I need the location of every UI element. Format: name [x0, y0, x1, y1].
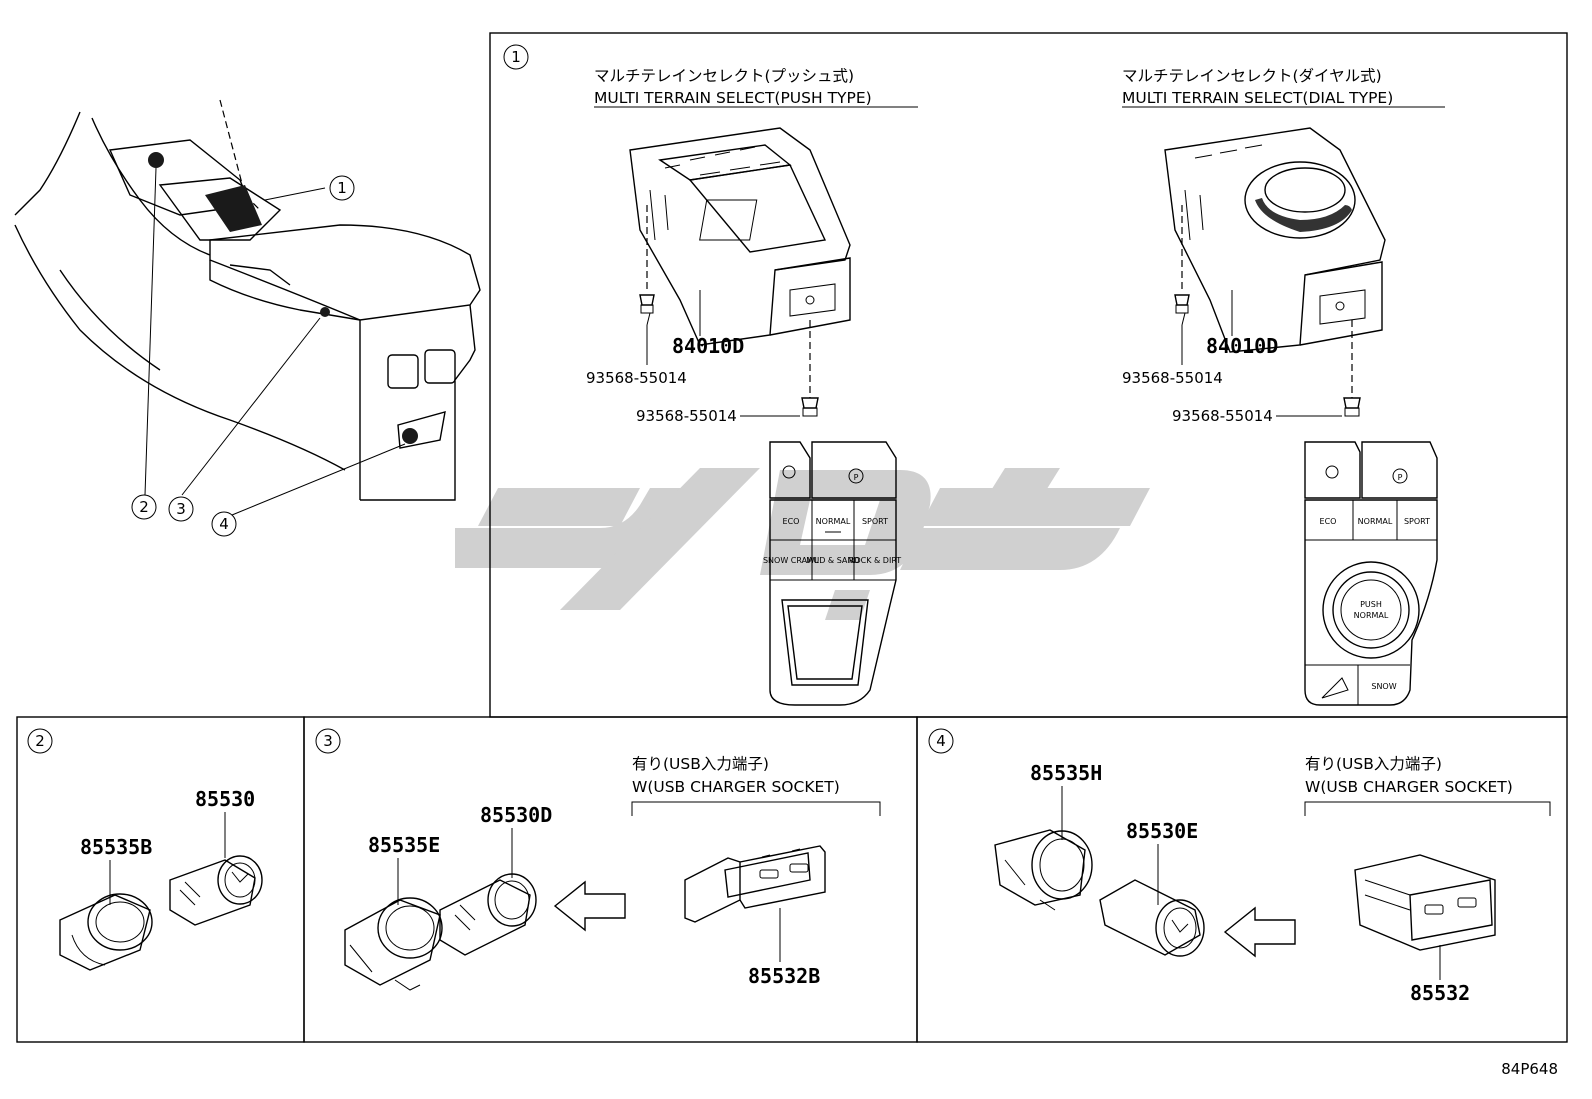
panel3-part-85535e: 85535E — [368, 833, 440, 857]
console-overview — [14, 99, 481, 516]
panel-2-frame — [16, 716, 305, 1043]
svg-text:ECO: ECO — [1320, 517, 1337, 526]
panel3-part-85530d: 85530D — [480, 803, 552, 827]
svg-text:2: 2 — [35, 732, 45, 750]
svg-text:NORMAL: NORMAL — [816, 517, 851, 526]
svg-text:PUSH: PUSH — [1360, 600, 1382, 609]
panel2-part-85535b: 85535B — [80, 835, 152, 859]
dial-type-title-en: MULTI TERRAIN SELECT(DIAL TYPE) — [1122, 89, 1393, 107]
panel2-part-85530: 85530 — [195, 787, 255, 811]
usb-socket-illustration — [684, 845, 826, 923]
power-socket-illustration — [1099, 879, 1205, 957]
svg-text:P: P — [854, 473, 859, 482]
dial-switch-assembly-illustration — [1164, 127, 1386, 353]
panel4-part-85530e: 85530E — [1126, 819, 1198, 843]
svg-text:1: 1 — [511, 48, 521, 66]
socket-ring-illustration — [994, 829, 1093, 911]
svg-text:SPORT: SPORT — [1404, 517, 1430, 526]
push-screw-top-part-number: 93568-55014 — [586, 369, 687, 387]
dial-screw-top-part-number: 93568-55014 — [1122, 369, 1223, 387]
screw-icon — [801, 320, 819, 417]
svg-text:SPORT: SPORT — [862, 517, 888, 526]
callout-3-overview: 3 — [168, 496, 194, 522]
dial-switch-front-view: P ECO NORMAL SPORT PUSH NORMAL SNOW — [1304, 441, 1438, 706]
svg-text:3: 3 — [176, 500, 186, 518]
svg-text:SNOW CRAWL: SNOW CRAWL — [763, 556, 820, 565]
callout-3-panel: 3 — [315, 728, 341, 754]
panel4-option-en: W(USB CHARGER SOCKET) — [1305, 778, 1513, 796]
panel3-option-en: W(USB CHARGER SOCKET) — [632, 778, 840, 796]
socket-ring-illustration — [344, 897, 443, 991]
push-switch-assembly-illustration — [629, 127, 851, 346]
watermark-logo — [455, 468, 1150, 620]
diagram-code: 84P648 — [1501, 1060, 1558, 1078]
dial-type-title-jp: マルチテレインセレクト(ダイヤル式) — [1122, 67, 1382, 85]
push-switch-front-view: P ECO NORMAL SPORT SNOW CRAWL MUD & SAND… — [763, 441, 902, 706]
svg-text:1: 1 — [337, 179, 347, 197]
svg-text:4: 4 — [936, 732, 946, 750]
panel3-part-85532b: 85532B — [748, 964, 820, 988]
panel4-part-85535h: 85535H — [1030, 761, 1102, 785]
dial-screw-bottom-part-number: 93568-55014 — [1172, 407, 1273, 425]
usb-socket-illustration — [1354, 854, 1496, 951]
push-switch-part-number: 84010D — [672, 334, 744, 358]
svg-text:NORMAL: NORMAL — [1358, 517, 1393, 526]
dial-switch-part-number: 84010D — [1206, 334, 1278, 358]
push-type-title-jp: マルチテレインセレクト(プッシュ式) — [594, 67, 854, 85]
screw-icon — [1174, 205, 1190, 326]
svg-text:ROCK & DIRT: ROCK & DIRT — [849, 556, 902, 565]
panel4-part-85532: 85532 — [1410, 981, 1470, 1005]
arrow-icon — [553, 880, 626, 932]
callout-2-panel: 2 — [27, 728, 53, 754]
svg-text:P: P — [1398, 473, 1403, 482]
panel-4-frame — [916, 716, 1568, 1043]
callout-4-panel: 4 — [928, 728, 954, 754]
power-socket-illustration — [439, 873, 537, 956]
callout-2-overview: 2 — [131, 494, 157, 520]
screw-icon — [1343, 320, 1361, 417]
callout-1-panel: 1 — [503, 44, 529, 70]
push-screw-bottom-part-number: 93568-55014 — [636, 407, 737, 425]
push-type-title-en: MULTI TERRAIN SELECT(PUSH TYPE) — [594, 89, 872, 107]
svg-text:MUD & SAND: MUD & SAND — [806, 556, 859, 565]
svg-text:SNOW: SNOW — [1371, 682, 1396, 691]
svg-text:ECO: ECO — [783, 517, 800, 526]
callout-4-overview: 4 — [211, 511, 237, 537]
panel3-option-jp: 有り(USB入力端子) — [632, 755, 769, 773]
svg-text:3: 3 — [323, 732, 333, 750]
panel4-option-jp: 有り(USB入力端子) — [1305, 755, 1442, 773]
svg-text:NORMAL: NORMAL — [1354, 611, 1389, 620]
arrow-icon — [1223, 906, 1296, 958]
socket-ring-illustration — [59, 893, 153, 971]
svg-text:4: 4 — [219, 515, 229, 533]
callout-1-overview: 1 — [329, 175, 355, 201]
power-socket-illustration — [169, 855, 263, 926]
screw-icon — [639, 205, 655, 326]
svg-text:2: 2 — [139, 498, 149, 516]
